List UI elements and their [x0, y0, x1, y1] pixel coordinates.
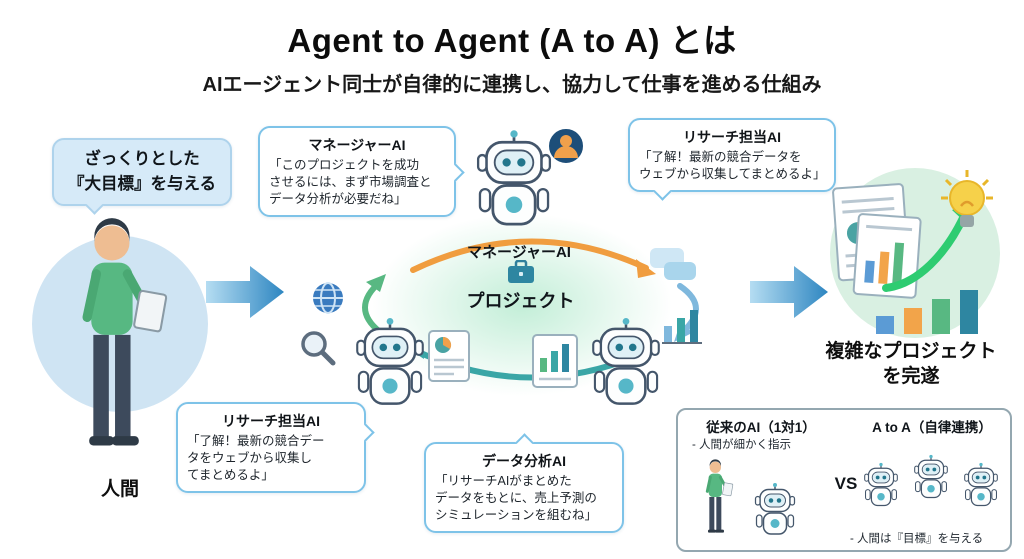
comparison-box: 従来のAI（1対1） - 人間が細かく指示 A to A（自律連携） VS - … — [676, 408, 1012, 552]
manager-bubble-title: マネージャーAI — [308, 137, 406, 153]
comparison-left-title: 従来のAI（1対1） — [706, 420, 816, 435]
result-label: 複雑なプロジェクト を完遂 — [825, 341, 997, 387]
bar-document-icon — [532, 334, 578, 388]
research-bottom-bubble-title: リサーチ担当AI — [222, 413, 320, 429]
result-bars-icon — [876, 290, 978, 334]
bubble-tail — [85, 195, 104, 215]
page-title: Agent to Agent (A to A) とは — [287, 22, 737, 59]
result-documents-icon — [832, 183, 922, 299]
human-label: 人間 — [100, 479, 139, 500]
manager-bubble-text: 「このプロジェクトを成功 させるには、まず市場調査と データ分析が必要だね」 — [269, 158, 432, 206]
research-bottom-bubble-text: 「了解！最新の競合デー タをウェブから収集し てまとめるよ」 — [187, 434, 325, 482]
pie-document-icon — [428, 330, 470, 382]
analysis-robot-icon — [591, 316, 661, 405]
analysis-bubble-text: 「リサーチAIがまとめた データをもとに、売上予測の シミュレーションを組むね」 — [435, 474, 598, 522]
bubble-tail — [515, 433, 534, 452]
briefcase-icon — [508, 260, 534, 283]
manager-robot-label: マネージャーAI — [467, 244, 571, 261]
bubble-tail — [356, 423, 375, 442]
comparison-right-title: A to A（自律連携） — [872, 420, 992, 435]
analysis-bubble: データ分析AI 「リサーチAIがまとめた データをもとに、売上予測の シミュレー… — [424, 433, 624, 533]
analysis-bubble-title: データ分析AI — [482, 453, 566, 469]
project-label: プロジェクト — [466, 291, 575, 311]
lightbulb-icon — [941, 170, 993, 227]
manager-bubble: マネージャーAI 「このプロジェクトを成功 させるには、まず市場調査と データ分… — [258, 126, 465, 217]
comparison-right-note: - 人間は『目標』を与える — [850, 533, 984, 545]
mini-robot-icon — [964, 462, 998, 507]
bubble-tail — [446, 163, 465, 182]
mini-bars-icon — [662, 310, 702, 344]
comparison-left-note: - 人間が細かく指示 — [692, 439, 792, 451]
vs-label: VS — [834, 474, 858, 493]
flow-arrow-right-icon — [750, 266, 828, 318]
person-illustration — [52, 214, 176, 462]
flow-arrow-left-icon — [206, 266, 284, 318]
manager-badge-icon — [547, 127, 585, 165]
globe-icon — [313, 282, 343, 314]
magnifier-icon — [301, 331, 336, 366]
mini-robot-icon — [914, 454, 948, 499]
mini-person-icon — [705, 458, 735, 535]
research-robot-icon — [355, 316, 425, 405]
human-goal-text: ざっくりとした 『大目標』を与える — [67, 150, 216, 193]
research-top-bubble-title: リサーチ担当AI — [683, 129, 781, 145]
mini-robot-icon — [864, 462, 898, 507]
page-subtitle: AIエージェント同士が自律的に連携し、協力して仕事を進める仕組み — [202, 74, 822, 96]
mini-robot-icon — [754, 482, 796, 535]
research-top-bubble: リサーチ担当AI 「了解！最新の競合データを ウェブから収集してまとめるよ」 — [628, 118, 836, 201]
research-top-bubble-text: 「了解！最新の競合データを ウェブから収集してまとめるよ」 — [639, 150, 826, 181]
mini-speech-icon — [650, 248, 696, 280]
human-goal-bubble: ざっくりとした 『大目標』を与える — [52, 138, 232, 215]
research-bottom-bubble: リサーチ担当AI 「了解！最新の競合デー タをウェブから収集し てまとめるよ」 — [176, 402, 375, 493]
